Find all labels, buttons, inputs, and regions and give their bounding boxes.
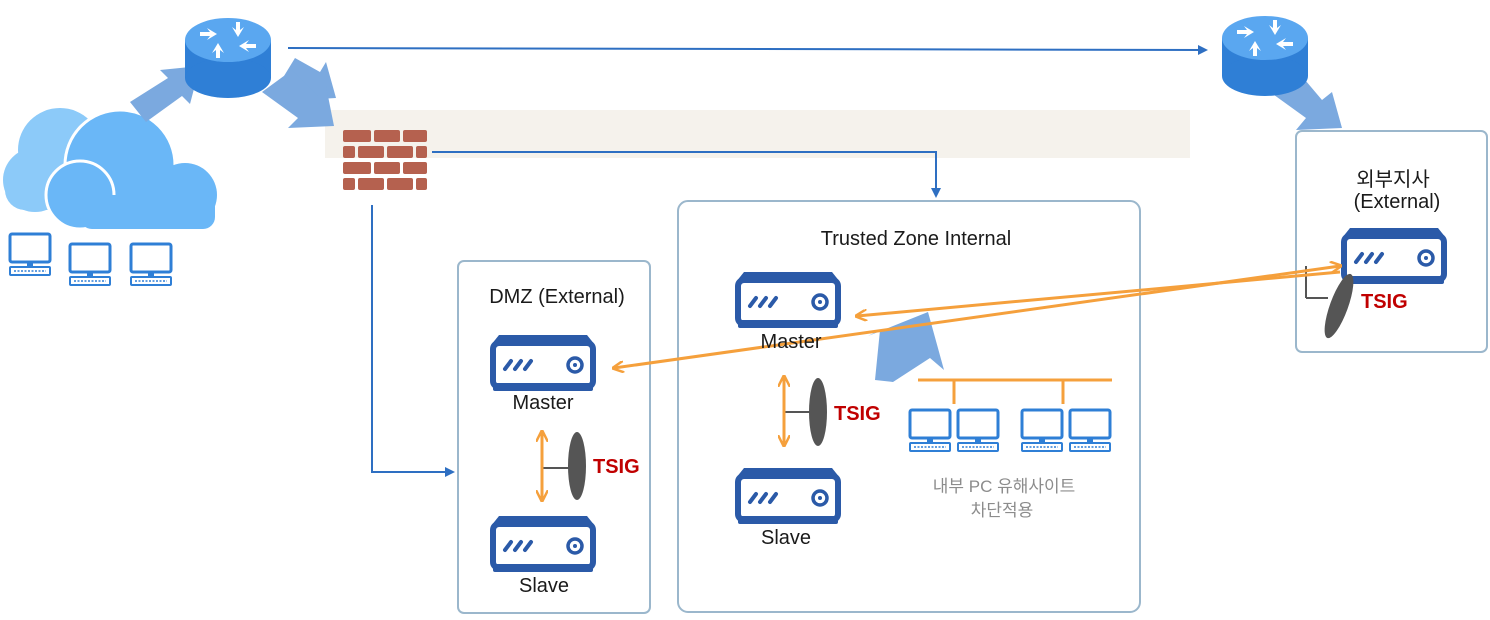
desktop-pc-icon (129, 242, 173, 287)
branch-zone-title-line2: (External) (1353, 191, 1441, 213)
desktop-pc-icon (1068, 408, 1112, 453)
desktop-pc-icon (8, 232, 52, 277)
branch-zone-title-line1: 외부지사 (1356, 169, 1430, 191)
server-icon (736, 272, 840, 328)
server-icon (1342, 228, 1446, 284)
firewall-to-dmz-link (371, 205, 455, 477)
branch-tsig-label: TSIG (1361, 291, 1408, 313)
wan-link (287, 44, 1208, 55)
desktop-pc-icon (908, 408, 952, 453)
key-icon (568, 432, 586, 500)
trusted-zone (677, 200, 1141, 613)
router-icon (1222, 16, 1308, 96)
internal-pc-note-line2: 차단적용 (970, 501, 1034, 520)
dmz-master-label: Master (512, 392, 574, 414)
internal-pc-note-line1: 내부 PC 유해사이트 (932, 477, 1076, 496)
router-icon (185, 18, 271, 98)
internal-lan (918, 378, 1112, 404)
trusted-zone-title: Trusted Zone Internal (820, 228, 1012, 250)
desktop-pc-icon (1020, 408, 1064, 453)
dmz-tsig-label: TSIG (593, 456, 640, 478)
cloud-icon (3, 108, 217, 231)
tsig-transfer-arrow (857, 270, 1341, 316)
backbone-band (325, 110, 1190, 158)
desktop-pc-icon (956, 408, 1000, 453)
firewall-icon (343, 130, 427, 190)
trusted-tsig-label: TSIG (834, 403, 881, 425)
trusted-slave-label: Slave (760, 527, 812, 549)
dmz-zone-title: DMZ (External) (489, 286, 625, 308)
server-icon (736, 468, 840, 524)
server-icon (491, 335, 595, 391)
server-icon (491, 516, 595, 572)
dmz-slave-label: Slave (518, 575, 570, 597)
firewall-to-trusted-link (432, 151, 941, 198)
key-icon (809, 378, 827, 446)
trusted-master-label: Master (760, 331, 822, 353)
desktop-pc-icon (68, 242, 112, 287)
